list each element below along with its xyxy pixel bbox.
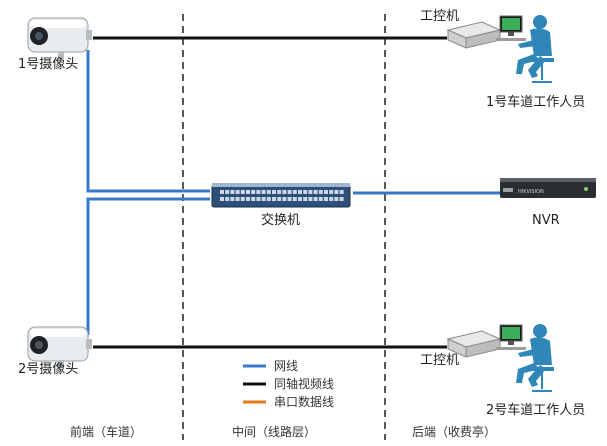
switch-port <box>220 190 224 194</box>
switch-port <box>230 190 235 194</box>
camera-1-label: 1号摄像头 <box>18 57 79 72</box>
zone-label-front: 前端（车道） <box>70 425 143 439</box>
switch-port <box>334 197 339 201</box>
switch-icon <box>211 183 351 208</box>
zone-label-back: 后端（收费亭） <box>412 425 497 439</box>
switch-port <box>339 190 344 194</box>
switch-port <box>261 197 266 201</box>
nvr-icon: HIKVISION <box>500 178 596 198</box>
pc-1-label: 工控机 <box>420 9 460 24</box>
switch-port <box>246 197 250 201</box>
camera-2-icon <box>27 326 92 368</box>
switch-port <box>324 197 328 201</box>
industrial-pc-2-icon <box>446 330 502 358</box>
legend-label-serial: 串口数据线 <box>274 395 335 409</box>
switch-port <box>220 197 224 201</box>
switch-port <box>329 190 334 194</box>
switch-port <box>334 190 339 194</box>
switch-port <box>240 190 245 194</box>
switch-port <box>318 190 323 194</box>
switch-port <box>225 197 230 201</box>
switch-port <box>225 190 230 194</box>
switch-port <box>303 190 308 194</box>
switch-port <box>282 197 287 201</box>
switch-port <box>313 190 318 194</box>
switch-port <box>240 197 245 201</box>
switch-port <box>230 197 235 201</box>
staff-2-label: 2号车道工作人员 <box>486 403 586 418</box>
switch-port <box>329 197 334 201</box>
switch-port <box>282 190 287 194</box>
switch-port <box>303 197 308 201</box>
switch-port <box>277 197 282 201</box>
legend <box>243 364 266 404</box>
switch-port <box>246 190 250 194</box>
switch-port <box>292 190 297 194</box>
switch-port <box>287 197 292 201</box>
switch-port <box>266 197 271 201</box>
switch-port <box>272 190 276 194</box>
switch-port <box>277 190 282 194</box>
legend-label-network: 网线 <box>274 359 299 373</box>
switch-port <box>308 197 313 201</box>
legend-label-coax: 同轴视频线 <box>274 377 335 391</box>
switch-port <box>256 197 261 201</box>
operator-2-icon <box>496 324 554 392</box>
switch-port <box>313 197 318 201</box>
nvr-label: NVR <box>532 213 560 228</box>
camera-2-label: 2号摄像头 <box>18 362 79 377</box>
pc-2-label: 工控机 <box>420 353 460 368</box>
switch-port <box>251 197 256 201</box>
switch-port <box>292 197 297 201</box>
switch-port <box>261 190 266 194</box>
switch-port <box>272 197 276 201</box>
staff-1-label: 1号车道工作人员 <box>486 95 586 110</box>
switch-label: 交换机 <box>261 213 301 228</box>
switch-port <box>251 190 256 194</box>
network-line-camera1-switch <box>86 50 210 193</box>
switch-port <box>339 197 344 201</box>
switch-port <box>324 190 328 194</box>
switch-port <box>298 197 302 201</box>
switch-port <box>256 190 261 194</box>
switch-port <box>287 190 292 194</box>
industrial-pc-1-icon <box>446 21 502 49</box>
operator-1-icon <box>496 15 554 83</box>
zone-label-middle: 中间（线路层） <box>232 425 317 439</box>
camera-1-icon <box>27 17 92 59</box>
nvr-brand-text: HIKVISION <box>518 189 544 195</box>
network-line-camera2-switch <box>86 197 210 335</box>
switch-port <box>235 197 240 201</box>
switch-port <box>308 190 313 194</box>
switch-port <box>266 190 271 194</box>
switch-port <box>298 190 302 194</box>
switch-port <box>318 197 323 201</box>
switch-port <box>235 190 240 194</box>
